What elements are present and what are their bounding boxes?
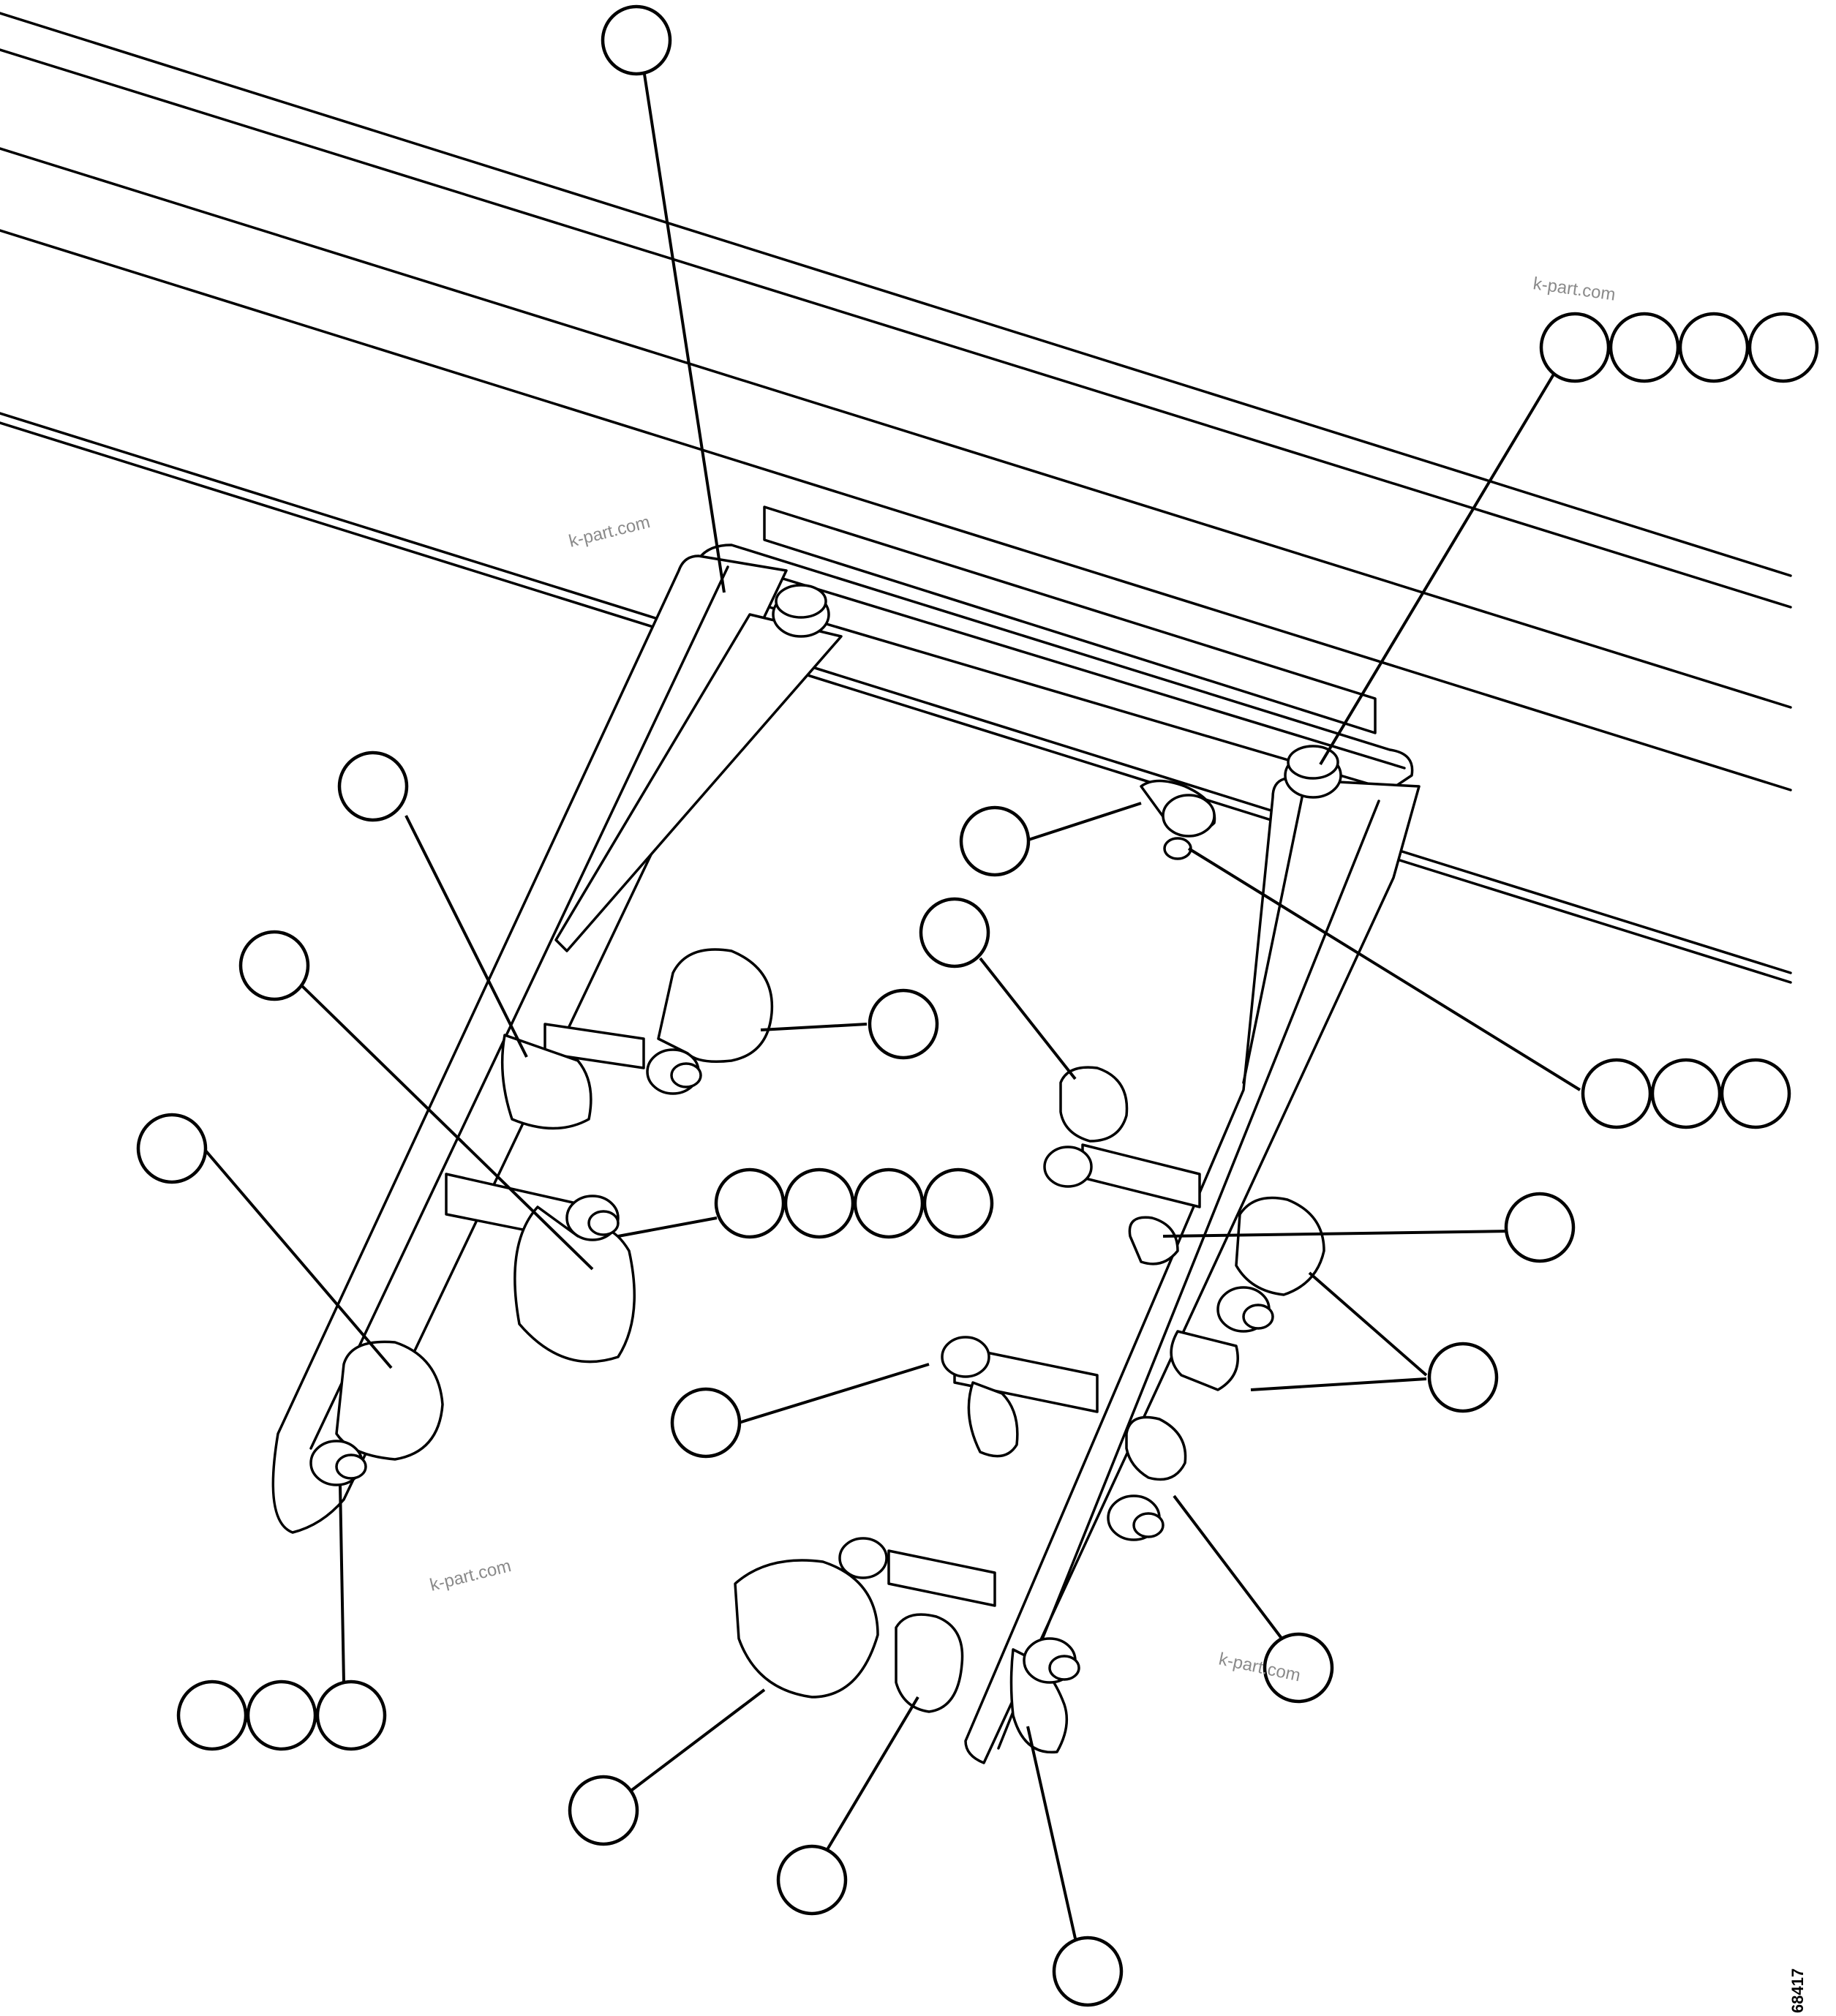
bolt-center: [1140, 779, 1216, 860]
callout-bubble: [176, 1680, 248, 1751]
bolt-top-right: [1284, 745, 1342, 799]
watermark: k-part.com: [1532, 274, 1617, 305]
callout-bubble: [776, 1844, 848, 1916]
frame-rails: [0, 12, 1792, 984]
callout-bubble: [959, 805, 1031, 877]
callout-bubble: [1581, 1058, 1652, 1129]
callout-bubble: [1263, 1632, 1334, 1704]
callout-bubble: [670, 1387, 742, 1459]
bolt-top-left: [772, 584, 830, 638]
callout-bubble: [1609, 312, 1680, 383]
callout-bubble: [919, 897, 990, 968]
drawing-code: 68417: [1788, 1968, 1807, 2013]
callout-bubble: [922, 1167, 994, 1239]
callout-bubble: [868, 988, 939, 1060]
bolts: [772, 584, 1342, 860]
mounting-plate: [693, 505, 1414, 791]
callout-bubble: [1720, 1058, 1791, 1129]
nuts-washers: [309, 1048, 1274, 1684]
callout-bubble: [1427, 1342, 1499, 1413]
callout-bubble: [853, 1167, 925, 1239]
callout-bubble: [783, 1167, 855, 1239]
watermark: k-part.com: [567, 512, 652, 552]
callout-bubble: [568, 1775, 639, 1846]
watermark: k-part.com: [428, 1556, 513, 1595]
leader-lines: [196, 69, 1581, 1939]
callout-bubble: [1747, 312, 1819, 383]
callout-bubble: [238, 930, 310, 1001]
watermarks: k-part.com k-part.com k-part.com k-part.…: [428, 274, 1617, 1685]
callout-bubble: [1678, 312, 1750, 383]
callout-bubble: [1052, 1936, 1124, 2007]
right-bracket-arm: [964, 778, 1421, 1764]
callout-bubble: [246, 1680, 317, 1751]
callout-bubble: [136, 1113, 208, 1184]
callout-bubble: [1504, 1192, 1576, 1263]
hose-clamps: [335, 948, 1325, 1754]
callout-bubble: [601, 4, 672, 76]
callout-bubble: [337, 751, 409, 822]
callout-bubbles: [136, 4, 1819, 2007]
callout-bubble: [1650, 1058, 1722, 1129]
callout-bubble: [315, 1680, 387, 1751]
callout-bubble: [714, 1167, 786, 1239]
callout-bubble: [1539, 312, 1611, 383]
